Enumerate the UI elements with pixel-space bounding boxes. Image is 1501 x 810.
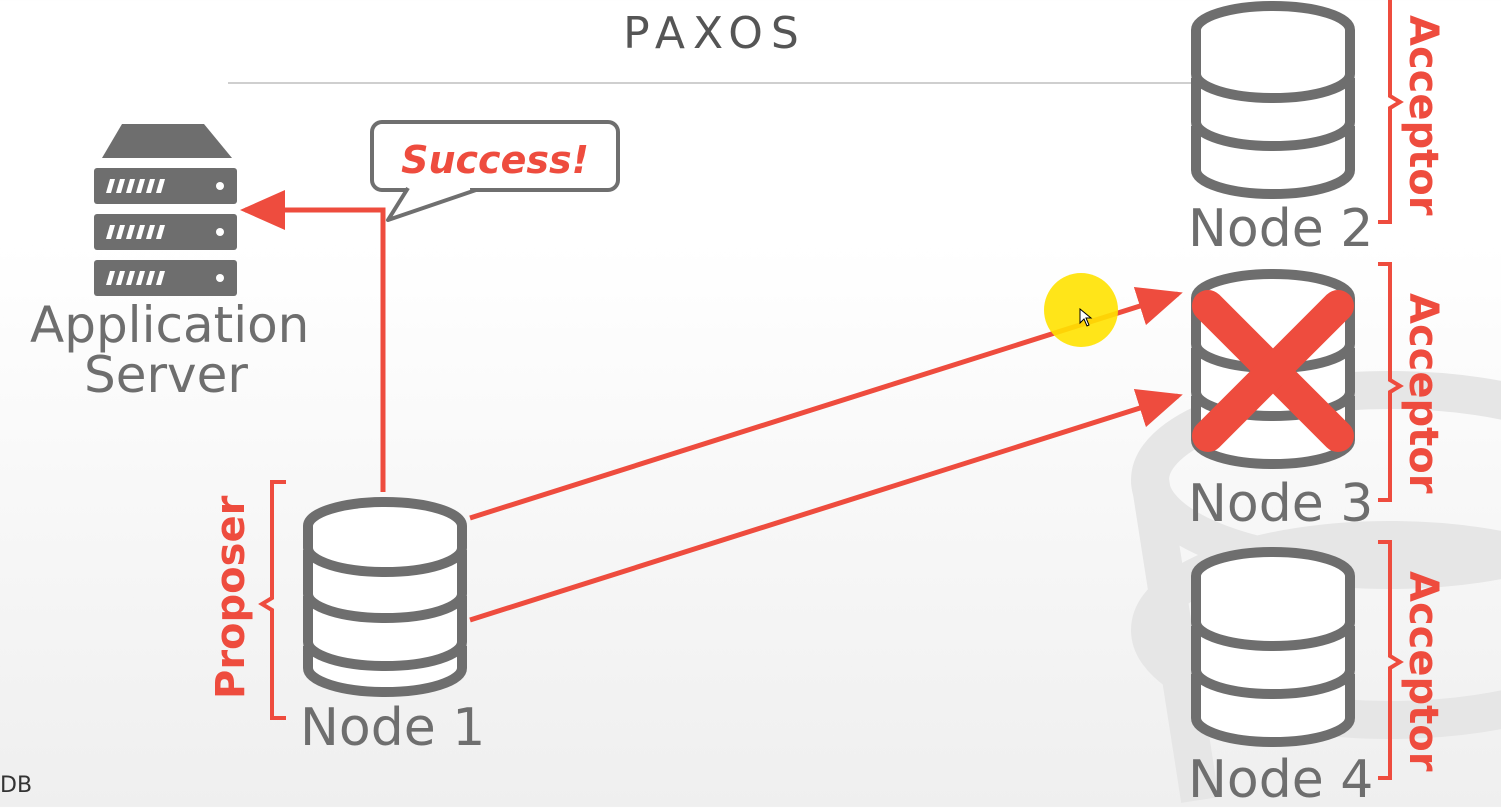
node2-role-label: Acceptor: [1400, 15, 1446, 216]
proposer-role-label: Proposer: [208, 495, 254, 699]
acceptor-bracket-node3: [1378, 262, 1404, 502]
success-bubble: Success!: [370, 120, 620, 192]
acceptor-bracket-node2: [1378, 0, 1404, 224]
acceptor-bracket-node4: [1378, 540, 1404, 780]
arrow-node1-to-node3-b: [469, 388, 1183, 623]
node2-label: Node 2: [1188, 199, 1374, 259]
title-divider: [228, 82, 1198, 84]
server-icon: [94, 124, 237, 296]
node4-database-icon: [1191, 547, 1355, 747]
node4-label: Node 4: [1188, 750, 1374, 810]
slide-title: PAXOS: [623, 8, 807, 59]
bubble-tail: [386, 186, 477, 222]
node2-database-icon: [1191, 1, 1355, 199]
mouse-cursor-icon: [1079, 308, 1093, 327]
arrow-node1-to-server: [240, 190, 386, 492]
app-server-label-line1: Application: [30, 296, 310, 354]
node3-label: Node 3: [1188, 474, 1374, 534]
node4-role-label: Acceptor: [1400, 571, 1446, 772]
node1-database-icon: [303, 497, 467, 697]
app-server-label-line2: Server: [84, 346, 248, 404]
corner-logo-text: DB: [0, 773, 33, 798]
failure-x-icon: [1192, 290, 1354, 452]
node3-role-label: Acceptor: [1400, 293, 1446, 494]
success-bubble-text: Success!: [401, 138, 589, 182]
proposer-bracket: [258, 480, 286, 720]
node1-label: Node 1: [300, 698, 486, 758]
